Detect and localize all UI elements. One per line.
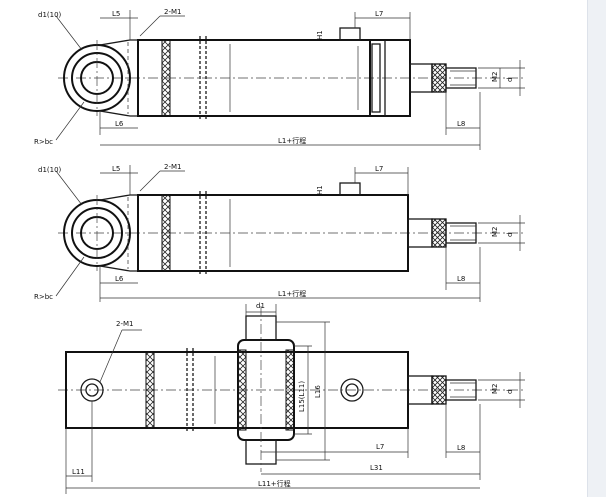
label-2-m1-3: 2-M1 [116,320,133,328]
label-m2-3: M2 [491,384,499,395]
label-2-m1: 2-M1 [164,8,181,16]
view-1: d1(10) L5 2-M1 L7 H1 L6 L1+行程 L8 M2 d R>… [34,8,525,150]
label-l6-2: L6 [115,275,124,283]
window-edge [587,0,606,497]
rod-nut [431,63,447,93]
view-3: 2-M1 d1 L16 L15(L11) L7 L8 L31 L11 L11+行… [58,302,525,494]
oil-port-1 [339,27,361,41]
label-l1-stroke: L1+行程 [278,136,306,145]
label-d-2: d [506,233,514,237]
label-l11: L11 [72,468,85,476]
label-l8-2: L8 [457,275,465,283]
label-l7-3: L7 [376,443,384,451]
view-2: d1(10) L5 2-M1 L7 H1 L6 L1+行程 L8 M2 d R>… [34,163,525,302]
hydraulic-cylinder-drawing: d1(10) L5 2-M1 L7 H1 L6 L1+行程 L8 M2 d R>… [34,8,525,494]
label-h1: H1 [316,30,324,40]
label-rbc-2: R>bc [34,293,53,301]
label-l31: L31 [370,464,383,472]
label-l5: L5 [112,10,120,18]
label-l7: L7 [375,10,383,18]
label-l16: L16 [314,385,322,398]
label-l8-3: L8 [457,444,465,452]
label-l11-stroke: L11+行程 [258,479,291,488]
label-l7-2: L7 [375,165,383,173]
label-d: d [506,78,514,82]
label-l5-2: L5 [112,165,120,173]
label-d1: d1 [256,302,265,310]
label-m2-2: M2 [491,227,499,238]
label-l6: L6 [115,120,124,128]
label-l15: L15(L11) [298,381,306,412]
label-d1-10: d1(10) [38,11,62,19]
label-l8: L8 [457,120,465,128]
oil-port-2 [339,182,361,196]
label-l1-stroke-2: L1+行程 [278,289,306,298]
label-m2: M2 [491,72,499,83]
label-d1-10-2: d1(10) [38,166,62,174]
label-2-m1-2: 2-M1 [164,163,181,171]
label-rbc: R>bc [34,138,53,146]
weld-band [161,39,171,117]
pin-hole-right [340,378,364,402]
thread-end [445,67,477,89]
label-h1-2: H1 [316,185,324,195]
label-d-3: d [506,390,514,394]
